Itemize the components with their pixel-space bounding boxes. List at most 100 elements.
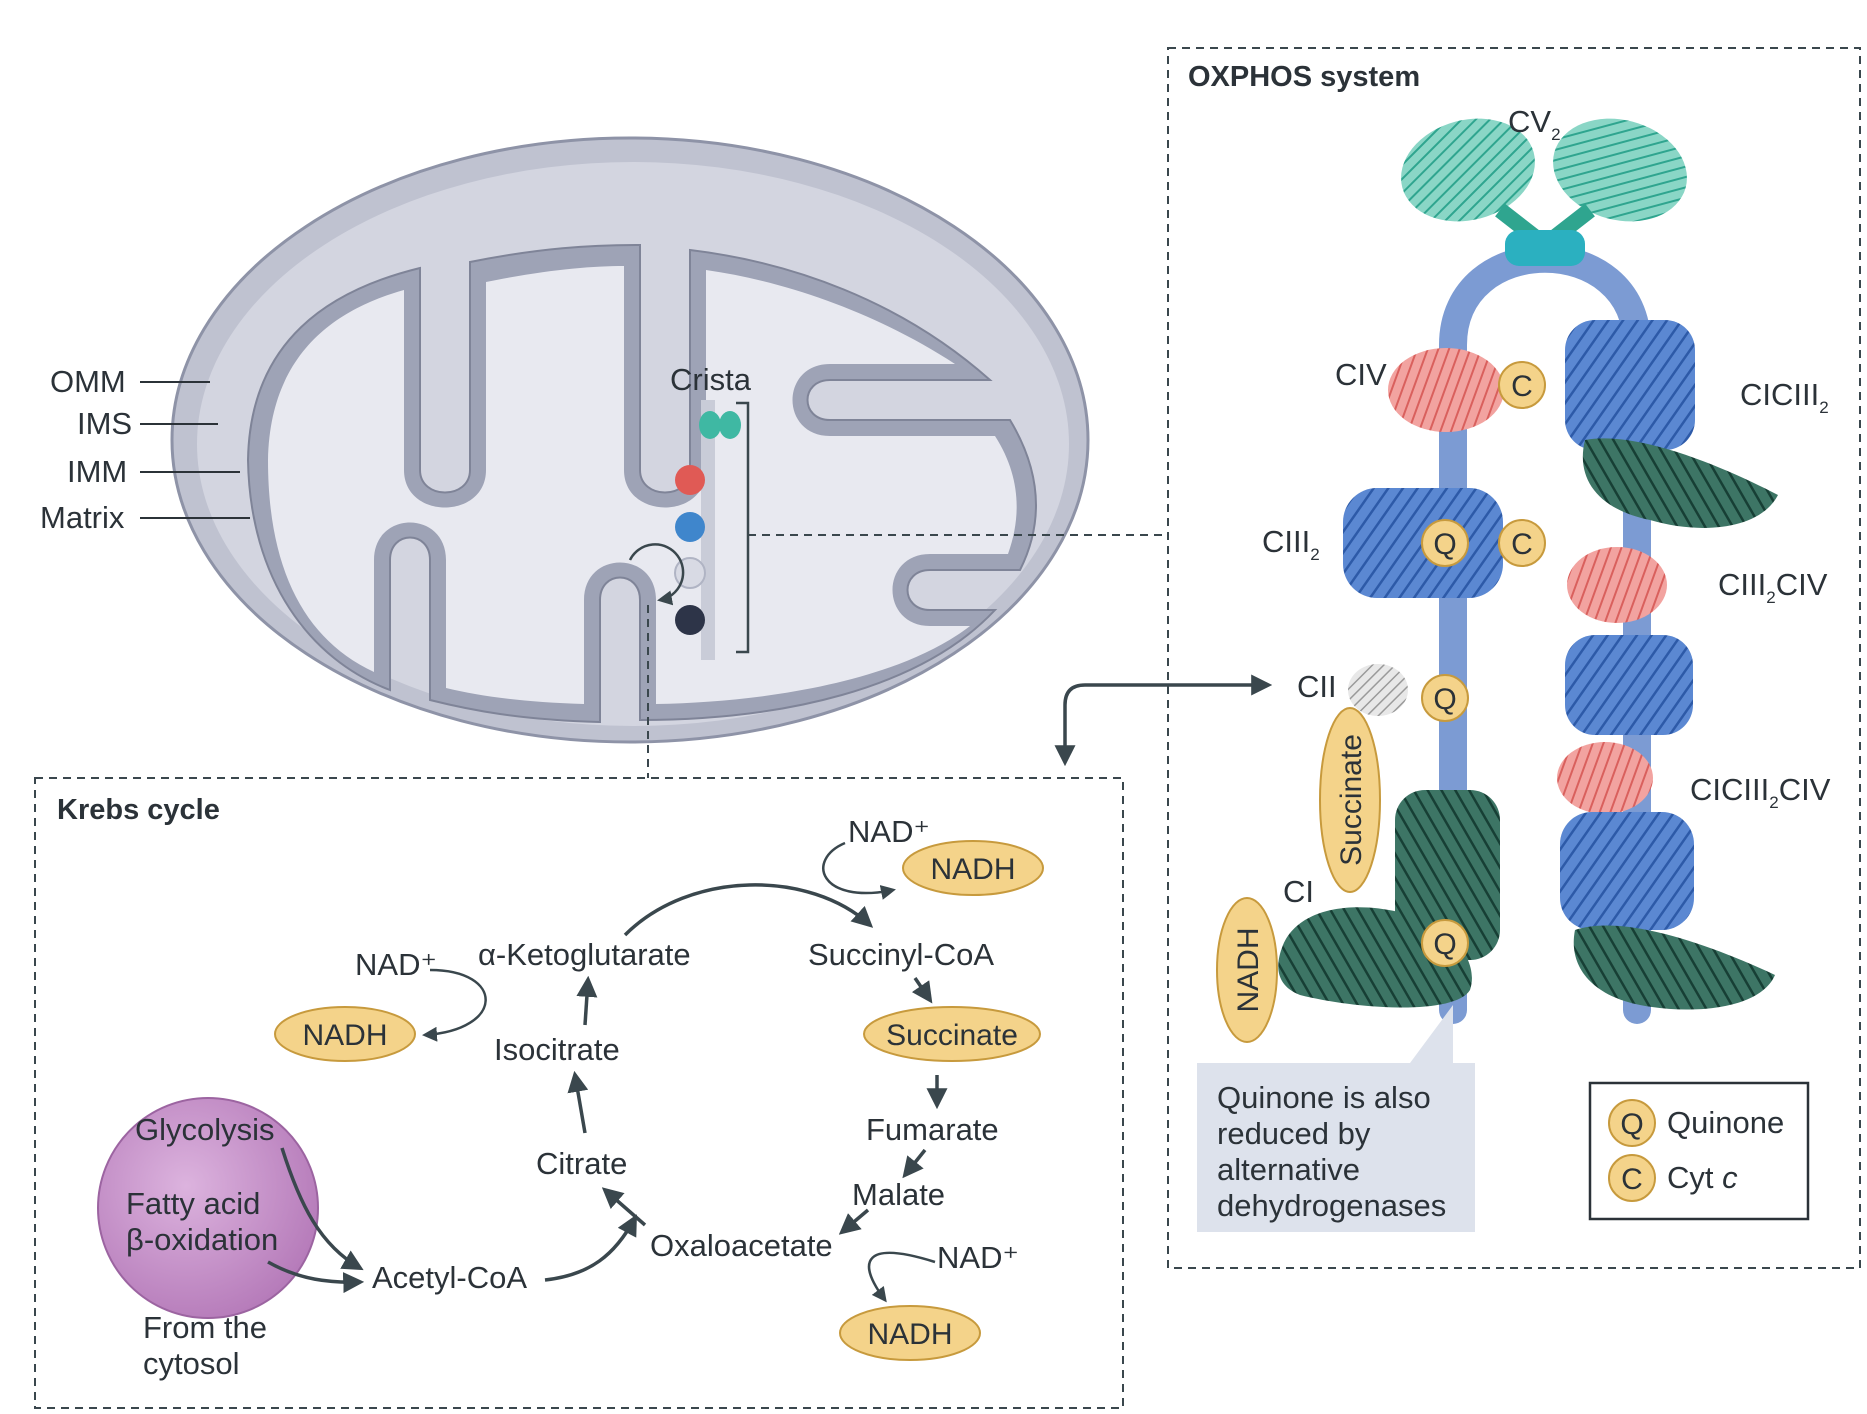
nadh-pill-top-text: NADH [930, 853, 1015, 886]
arrow-malate-to-oxaloacetate [838, 1208, 870, 1235]
label-cv: CV2 [1508, 104, 1561, 144]
complex-ci [1278, 790, 1500, 1008]
badge-q-ci: Q [1421, 919, 1469, 967]
label-ciciii2civ: CICIII2CIV [1690, 772, 1831, 812]
metabolite-fumarate: Fumarate [866, 1112, 999, 1147]
krebs-title: Krebs cycle [57, 794, 220, 826]
krebs-oxphos-link-arrow [1054, 674, 1273, 767]
legend-q-badge [1608, 1099, 1656, 1147]
arrow-nad-left [422, 968, 487, 1042]
label-beta-oxidation: β-oxidation [126, 1222, 278, 1257]
arrow-acetylcoa-to-citrate [544, 1214, 637, 1282]
svg-text:Q: Q [1620, 1108, 1643, 1141]
metabolite-acetyl-coa: Acetyl-CoA [372, 1260, 527, 1295]
legend-c-badge [1608, 1154, 1656, 1202]
complex-cii [1348, 664, 1408, 716]
label-imm: IMM [67, 454, 127, 489]
complex-cv-dimer [1401, 118, 1687, 266]
oxphos-panel-border [1167, 47, 1861, 1269]
nad-side-arrows [422, 841, 936, 1303]
label-fatty-acid: Fatty acid [126, 1186, 260, 1221]
svg-text:C: C [1511, 528, 1533, 561]
label-ciii2civ: CIII2CIV [1718, 567, 1828, 607]
arrow-nad-bottom [868, 1251, 936, 1303]
complex-ciciii2 [1565, 320, 1778, 528]
nadplus-left: NAD⁺ [355, 947, 437, 982]
metabolite-oxaloacetate: Oxaloacetate [650, 1228, 833, 1263]
arrow-succinylcoa-to-succinate [911, 977, 933, 1004]
oxphos-legend: Q Quinone C Cyt c [1588, 1081, 1810, 1221]
label-matrix: Matrix [40, 500, 125, 535]
succinate-pill: Succinate [863, 1006, 1041, 1062]
label-from-the: From the [143, 1310, 267, 1345]
label-ims: IMS [77, 406, 132, 441]
oxphos-nadh-text: NADH [1232, 927, 1265, 1012]
oxphos-title: OXPHOS system [1188, 61, 1420, 93]
crista-cv-icon [699, 411, 741, 439]
krebs-panel-border [34, 777, 1124, 1409]
nadh-pill-left: NADH [274, 1006, 416, 1062]
krebs-arrows [267, 883, 948, 1294]
badge-c-civ: C [1498, 361, 1546, 409]
arrow-citrate-to-isocitrate [567, 1070, 589, 1134]
metabolite-succinyl-coa: Succinyl-CoA [808, 937, 994, 972]
note-line-3: alternative [1217, 1152, 1360, 1187]
label-ciii2: CIII2 [1262, 524, 1320, 564]
svg-text:C: C [1621, 1163, 1643, 1196]
crista-complex-red [675, 465, 705, 495]
label-omm: OMM [50, 364, 126, 399]
nadh-pill-top: NADH [902, 840, 1044, 896]
crista-complex-dark [675, 605, 705, 635]
arrow-glycolysis-to-acetylcoa [280, 1147, 364, 1271]
quinone-note: Quinone is also reduced by alternative d… [1197, 1005, 1475, 1232]
glycolysis-bubble [97, 1097, 319, 1319]
label-ciciii2: CICIII2 [1740, 377, 1829, 417]
metabolite-citrate: Citrate [536, 1146, 627, 1181]
label-ci: CI [1283, 874, 1314, 909]
krebs-cycle-icon [628, 543, 685, 606]
nadh-pill-bottom-text: NADH [867, 1318, 952, 1351]
oxphos-succinate-text: Succinate [1335, 734, 1368, 866]
mitochondrion: OMM IMS IMM Matrix Crista [40, 136, 1090, 744]
label-glycolysis: Glycolysis [135, 1112, 275, 1147]
svg-text:Q: Q [1433, 928, 1456, 961]
badge-q-cii: Q [1421, 674, 1469, 722]
note-line-2: reduced by [1217, 1116, 1371, 1151]
crista-bracket [736, 401, 750, 654]
oxphos-succinate-pill: Succinate [1319, 707, 1381, 893]
legend-cyt-c: Cyt c [1667, 1160, 1738, 1195]
note-line-4: dehydrogenases [1217, 1188, 1446, 1223]
note-line-1: Quinone is also [1217, 1080, 1431, 1115]
nadh-pill-bottom: NADH [839, 1305, 981, 1361]
succinate-pill-text: Succinate [886, 1019, 1018, 1052]
metabolite-alpha-ketoglutarate: α-Ketoglutarate [478, 937, 691, 972]
nadplus-top: NAD⁺ [848, 814, 930, 849]
arrow-oxaloacetate-to-citrate [601, 1187, 647, 1227]
matrix [268, 266, 1017, 704]
crista-complex-blue [675, 512, 705, 542]
legend-quinone: Quinone [1667, 1105, 1784, 1140]
arrow-fatty-to-acetylcoa [267, 1260, 365, 1294]
badge-c-ciii: C [1498, 519, 1546, 567]
complex-ciciii2civ [1557, 742, 1775, 1010]
oxphos-panel: OXPHOS system CV2 CIV CICIII2 CIII2 CIII… [1167, 47, 1861, 1269]
nadh-pill-left-text: NADH [302, 1019, 387, 1052]
metabolite-isocitrate: Isocitrate [494, 1032, 620, 1067]
label-civ: CIV [1335, 357, 1387, 392]
badge-q-ciii: Q [1421, 519, 1469, 567]
arrow-nad-top [822, 841, 896, 900]
complex-civ [1388, 348, 1504, 432]
svg-text:C: C [1511, 370, 1533, 403]
krebs-panel: Krebs cycle Glycolysis Fatty acid β-oxid… [34, 777, 1124, 1409]
arrow-aketo-to-succinylcoa [623, 883, 874, 937]
arrow-isocitrate-to-aketo [576, 975, 598, 1026]
svg-text:Q: Q [1433, 683, 1456, 716]
oxphos-nadh-pill: NADH [1216, 897, 1278, 1043]
label-cii: CII [1297, 669, 1337, 704]
svg-text:Q: Q [1433, 528, 1456, 561]
label-cytosol: cytosol [143, 1346, 239, 1381]
complex-ciii2civ [1565, 547, 1693, 735]
label-crista: Crista [670, 362, 752, 397]
metabolite-malate: Malate [852, 1177, 945, 1212]
